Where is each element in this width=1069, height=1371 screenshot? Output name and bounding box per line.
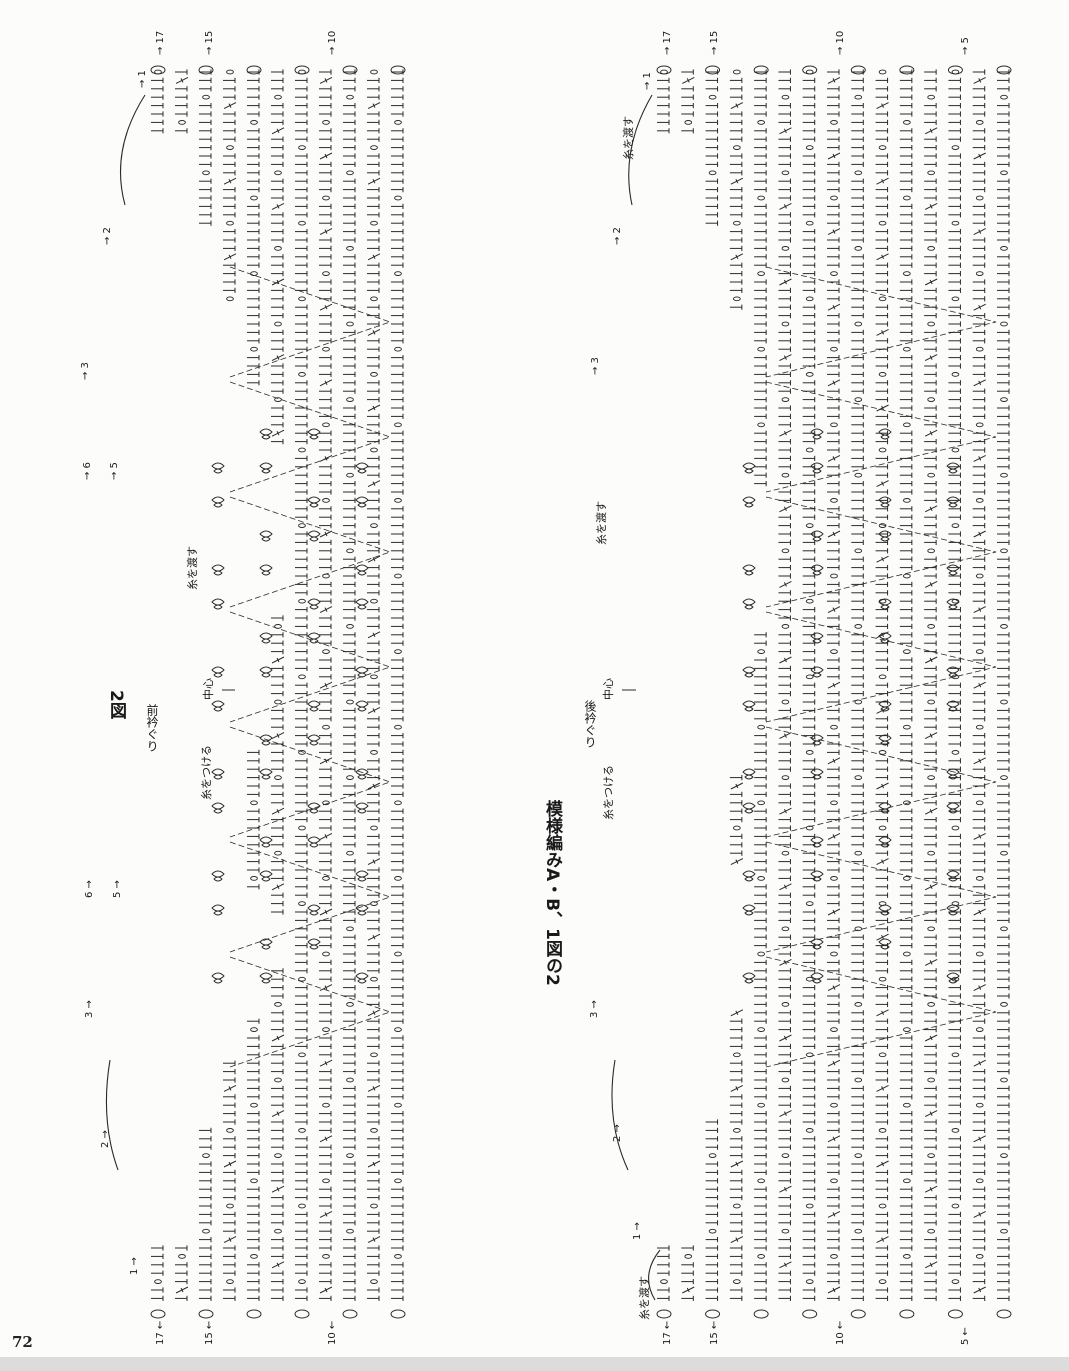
d2-pass-label-bottom: 糸を渡す: [637, 1276, 651, 1320]
d1-step-top-2: → 2: [102, 227, 113, 245]
d2-row-top-5: → 5: [960, 37, 971, 55]
diagram2-title: 模様編みA・B、1図の2: [542, 800, 562, 986]
d2-step-left-1: 1 →: [632, 1222, 643, 1240]
d1-row-bottom-17: 17 ←: [155, 1321, 166, 1345]
d2-curve-top: [628, 94, 653, 206]
d1-step-left-1: 1 →: [129, 1257, 140, 1275]
d1-row-bottom-10: 10 ←: [327, 1321, 338, 1345]
d2-step-top-1: → 1: [642, 72, 653, 90]
d1-curve-bottom: [105, 1059, 119, 1171]
d2-row-bottom-15: 15 ←: [709, 1321, 720, 1345]
d2-row-top-10: → 10: [835, 31, 846, 55]
d1-curve-top: [119, 94, 146, 206]
d2-pass-label-center: 糸を渡す: [594, 501, 608, 545]
d2-step-top-3: → 3: [590, 357, 601, 375]
d2-center-label: 中心: [602, 678, 615, 700]
d1-row-bottom-15: 15 ←: [204, 1321, 215, 1345]
d2-row-top-15: → 15: [709, 31, 720, 55]
bottom-bar: [0, 1357, 1069, 1371]
page-number: 72: [12, 1333, 33, 1351]
diagram2-subtitle: 後衿ぐり: [583, 700, 597, 748]
d2-curve-bottom: [611, 1059, 629, 1171]
d2-row-bottom-10: 10 ←: [835, 1321, 846, 1345]
diagram1-chart: [150, 65, 406, 1319]
d1-step-left-2: 2 →: [100, 1130, 111, 1148]
diagram2-chart: [656, 65, 1012, 1319]
diagram1-title: 2図: [106, 690, 126, 719]
diagram1-subtitle: 前衿ぐり: [145, 704, 159, 752]
d1-step-left-3: 3 →: [84, 1000, 95, 1018]
d1-step-left-5: 5 →: [112, 880, 123, 898]
d1-center-label: 中心: [202, 678, 215, 700]
d1-row-top-15: → 15: [204, 31, 215, 55]
d1-step-left-6: 6 →: [84, 880, 95, 898]
d2-step-left-2: 2 →: [612, 1124, 623, 1142]
d2-curve-corner: [648, 1249, 661, 1301]
d2-pass-label-top: 糸を渡す: [621, 116, 635, 160]
d1-row-top-17: → 17: [155, 31, 166, 55]
d1-step-top-1: → 1: [137, 70, 148, 88]
d1-step-top-3: → 3: [80, 362, 91, 380]
d1-row-top-10: → 10: [327, 31, 338, 55]
d1-step-top-6: → 6: [82, 462, 93, 480]
d2-step-top-2: → 2: [612, 227, 623, 245]
d1-step-top-5: → 5: [109, 462, 120, 480]
d2-row-bottom-5: 5 ←: [960, 1327, 971, 1345]
d2-row-top-17: → 17: [662, 31, 673, 55]
d1-pass-label: 糸を渡す: [185, 546, 199, 590]
d2-row-bottom-17: 17 ←: [662, 1321, 673, 1345]
d2-step-left-3: 3 →: [589, 1000, 600, 1018]
d1-attach-label: 糸をつける: [200, 745, 213, 800]
d2-attach-label: 糸をつける: [602, 765, 615, 820]
